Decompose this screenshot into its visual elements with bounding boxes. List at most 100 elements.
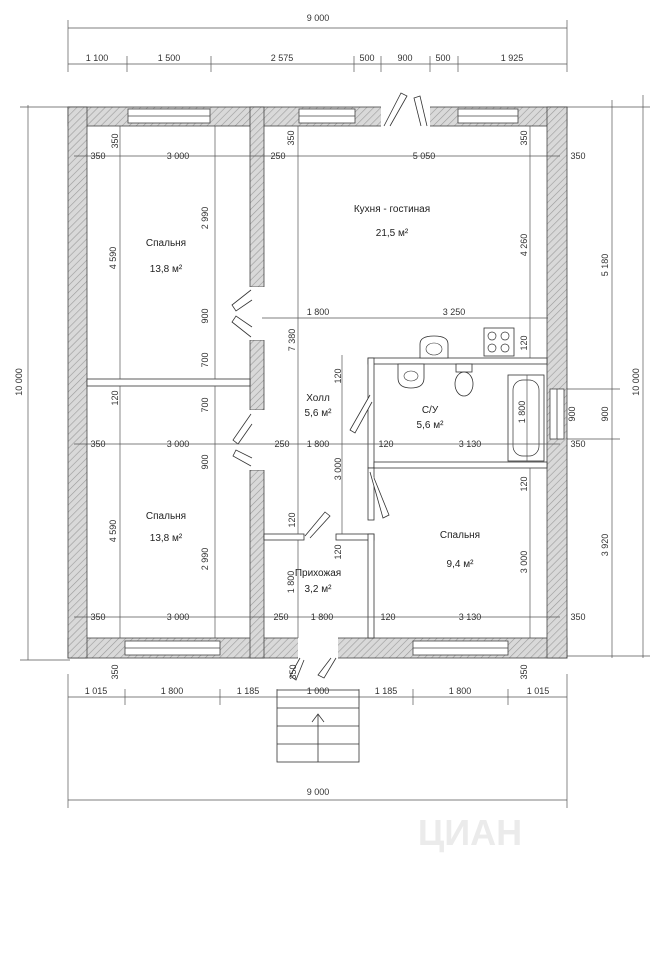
right-dimensions: 5 180 900 3 920 10 000 <box>560 95 650 658</box>
stove-icon <box>483 327 515 357</box>
dim-top-3: 2 575 <box>271 53 294 63</box>
dim-se-3130: 3 130 <box>459 612 482 622</box>
dim-top-5: 900 <box>397 53 412 63</box>
dim-e-1800: 1 800 <box>311 612 334 622</box>
dim-wc-1800: 1 800 <box>517 401 527 424</box>
arrow-up-icon <box>311 713 325 723</box>
dim-se-120: 120 <box>519 476 529 491</box>
dim-h-3000: 3 000 <box>333 458 343 481</box>
room-bedroom-se-area: 9,4 м² <box>447 559 475 570</box>
dim-wc-900: 900 <box>567 406 577 421</box>
dim-nw-350-top: 350 <box>110 133 120 148</box>
dim-top-4: 500 <box>359 53 374 63</box>
dim-sw-3000: 3 000 <box>167 439 190 449</box>
dim-k-350-right: 350 <box>570 151 585 161</box>
dim-wc-3130: 3 130 <box>459 439 482 449</box>
dim-nw-700: 700 <box>200 352 210 367</box>
dim-sw-3000-b: 3 000 <box>167 612 190 622</box>
dim-right-3: 3 920 <box>600 534 610 557</box>
dim-top-7: 1 925 <box>501 53 524 63</box>
room-entry-area: 3,2 м² <box>305 584 333 595</box>
windows <box>124 108 565 656</box>
dim-nw-350-left: 350 <box>90 151 105 161</box>
dim-k-1800: 1 800 <box>307 307 330 317</box>
dim-k-250: 250 <box>270 151 285 161</box>
dim-hall-120: 120 <box>333 368 343 383</box>
interior-dim-texts: 350 350 3 000 2 990 4 590 900 700 350 25… <box>90 130 585 679</box>
room-bedroom-sw-name: Спальня <box>146 511 186 522</box>
dim-k-7380: 7 380 <box>287 329 297 352</box>
watermark-logo: ЦИАН <box>418 812 522 853</box>
dim-left-total: 10 000 <box>14 368 24 396</box>
dim-bottom-1: 1 015 <box>85 686 108 696</box>
left-dimension: 10 000 <box>14 105 70 661</box>
dim-top-2: 1 500 <box>158 53 181 63</box>
dim-sw-350: 350 <box>90 439 105 449</box>
dim-bottom-5: 1 185 <box>375 686 398 696</box>
dim-h-250: 250 <box>274 439 289 449</box>
dim-top-total: 9 000 <box>307 13 330 23</box>
dim-bottom-3: 1 185 <box>237 686 260 696</box>
dim-sw-120: 120 <box>110 390 120 405</box>
dim-sw-2990: 2 990 <box>200 548 210 571</box>
dim-k-350-top: 350 <box>286 130 296 145</box>
dim-wc-350: 350 <box>570 439 585 449</box>
dim-bottom-6: 1 800 <box>449 686 472 696</box>
dim-k-120: 120 <box>519 335 529 350</box>
dim-sw-700: 700 <box>200 397 210 412</box>
bottom-dimensions: 1 015 1 800 1 185 1 000 1 185 1 800 1 01… <box>67 674 568 808</box>
kitchen-sink-icon <box>419 335 449 359</box>
room-entry-name: Прихожая <box>295 568 341 579</box>
interior-dim-lines <box>74 126 560 638</box>
dim-h-120: 120 <box>287 512 297 527</box>
dim-sw-4590: 4 590 <box>108 520 118 543</box>
dim-e-1800v: 1 800 <box>286 571 296 594</box>
doors <box>231 92 430 681</box>
dim-right-2: 900 <box>600 406 610 421</box>
dim-b-350-left: 350 <box>110 664 120 679</box>
room-hall-name: Холл <box>306 393 330 404</box>
room-bedroom-nw-area: 13,8 м² <box>150 264 183 275</box>
dim-bottom-2: 1 800 <box>161 686 184 696</box>
room-hall-area: 5,6 м² <box>305 408 333 419</box>
dim-b-350-right: 350 <box>519 664 529 679</box>
room-wc-area: 5,6 м² <box>417 420 445 431</box>
fixtures <box>397 327 545 462</box>
dim-nw-2990: 2 990 <box>200 207 210 230</box>
room-labels: Спальня 13,8 м² Кухня - гостиная 21,5 м²… <box>146 204 480 595</box>
room-bedroom-nw-name: Спальня <box>146 238 186 249</box>
dim-top-1: 1 100 <box>86 53 109 63</box>
dim-h-1800: 1 800 <box>307 439 330 449</box>
dim-right-1: 5 180 <box>600 254 610 277</box>
dim-e-250: 250 <box>273 612 288 622</box>
dim-top-6: 500 <box>435 53 450 63</box>
dim-sw-900: 900 <box>200 454 210 469</box>
dim-k-5050: 5 050 <box>413 151 436 161</box>
dim-wc-120: 120 <box>378 439 393 449</box>
room-bedroom-se-name: Спальня <box>440 530 480 541</box>
bathtub-icon <box>507 374 545 462</box>
dim-k-4260: 4 260 <box>519 234 529 257</box>
dim-nw-3000: 3 000 <box>167 151 190 161</box>
dim-se-3000: 3 000 <box>519 551 529 574</box>
dim-bottom-4: 1 000 <box>307 686 330 696</box>
room-wc-name: С/У <box>422 405 439 416</box>
room-kitchen-area: 21,5 м² <box>376 228 409 239</box>
top-dimensions: 9 000 1 100 1 500 2 575 500 900 500 1 92… <box>67 13 568 72</box>
dim-se-120-b: 120 <box>380 612 395 622</box>
dim-k-3250: 3 250 <box>443 307 466 317</box>
dim-nw-4590: 4 590 <box>108 247 118 270</box>
room-kitchen-name: Кухня - гостиная <box>354 204 430 215</box>
dim-b-350-entry: 350 <box>288 664 298 679</box>
dim-bottom-7: 1 015 <box>527 686 550 696</box>
dim-sw-350-b: 350 <box>90 612 105 622</box>
wc-sink-icon <box>397 363 425 389</box>
dim-right-total: 10 000 <box>631 368 641 396</box>
dim-nw-900: 900 <box>200 308 210 323</box>
dim-e-120-top: 120 <box>333 544 343 559</box>
dim-k-350-right-v: 350 <box>519 130 529 145</box>
dim-bottom-total: 9 000 <box>307 787 330 797</box>
dim-se-350: 350 <box>570 612 585 622</box>
entrance-steps <box>276 689 360 763</box>
